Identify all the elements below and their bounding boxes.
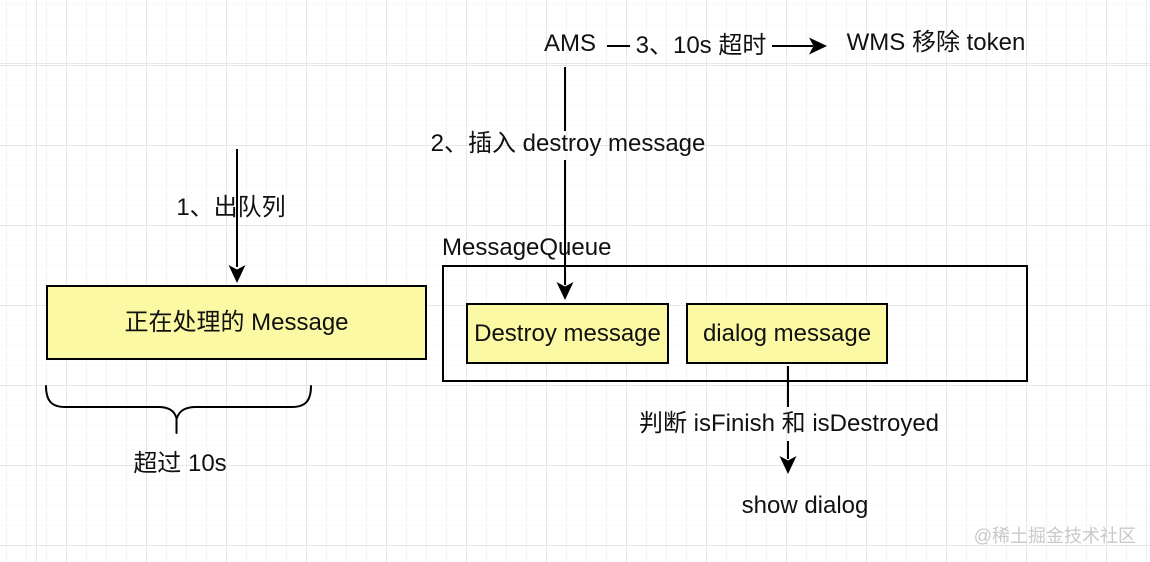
node-ams-label: AMS <box>543 29 597 57</box>
node-processing-message-label: 正在处理的 Message <box>124 308 349 336</box>
edge-step1-label: 1、出队列 <box>176 193 286 221</box>
node-dialog-message: dialog message <box>686 303 888 364</box>
node-dialog-message-label: dialog message <box>702 319 872 347</box>
edge-step2-label: 2、插入 destroy message <box>430 129 706 157</box>
node-message-queue-label: MessageQueue <box>442 233 612 261</box>
edge-step3-label: 3、10s 超时 <box>635 31 767 59</box>
node-destroy-message: Destroy message <box>466 303 669 364</box>
node-message-queue-frame <box>442 265 1028 382</box>
watermark-text: @稀土掘金技术社区 <box>973 526 1136 546</box>
node-show-dialog-label: show dialog <box>741 491 869 519</box>
edge-timeout-label: 超过 10s <box>133 449 227 477</box>
node-wms-remove-token-label: WMS 移除 token <box>846 28 1026 56</box>
node-processing-message: 正在处理的 Message <box>46 285 427 360</box>
edge-judge-label: 判断 isFinish 和 isDestroyed <box>638 409 940 437</box>
timeout-brace <box>45 385 312 434</box>
node-destroy-message-label: Destroy message <box>474 319 661 347</box>
